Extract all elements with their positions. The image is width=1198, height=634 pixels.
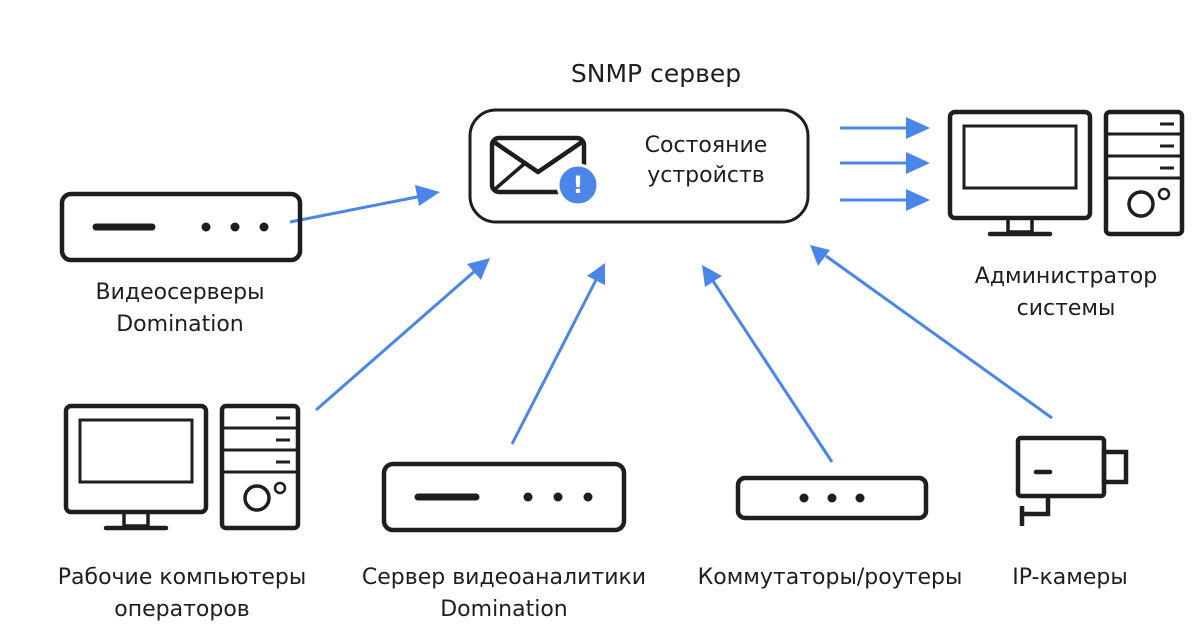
arrow-snmp-to-admin-1: [840, 117, 930, 139]
admin-label-1: Администратор: [975, 264, 1157, 289]
arrow-switches-to-snmp: [702, 265, 834, 463]
videoservers-label-1: Видеосерверы: [95, 280, 264, 305]
videoserver-icon: [59, 191, 303, 263]
analytics-label-2: Domination: [440, 597, 568, 622]
workstations-label-2: операторов: [114, 597, 250, 622]
arrow-videoservers-to-snmp: [289, 185, 440, 224]
arrow-analytics-to-snmp: [510, 263, 605, 445]
workstation-icon: [63, 403, 301, 531]
snmp-server-title: SNMP сервер: [571, 59, 741, 88]
arrow-workstations-to-snmp: [315, 258, 490, 412]
videoservers-label-2: Domination: [116, 312, 244, 337]
cameras-label: IP-камеры: [1012, 565, 1127, 590]
switch-icon: [735, 475, 929, 521]
ip-camera-icon: [1015, 435, 1129, 526]
switches-label: Коммутаторы/роутеры: [698, 565, 963, 590]
admin-computer-icon: [947, 109, 1185, 237]
analytics-label-1: Сервер видеоаналитики: [362, 565, 646, 590]
arrow-snmp-to-admin-3: [840, 189, 930, 211]
arrow-cameras-to-snmp: [810, 245, 1053, 420]
snmp-server-box: [468, 108, 810, 224]
status-line-1: Состояние: [645, 133, 768, 158]
alert-symbol: !: [573, 171, 584, 199]
arrow-snmp-to-admin-2: [840, 152, 930, 174]
alert-icon: !: [556, 163, 600, 207]
workstations-label-1: Рабочие компьютеры: [58, 565, 307, 590]
status-line-2: устройств: [647, 163, 765, 188]
admin-label-2: системы: [1017, 296, 1116, 321]
server-icon: [381, 461, 627, 533]
